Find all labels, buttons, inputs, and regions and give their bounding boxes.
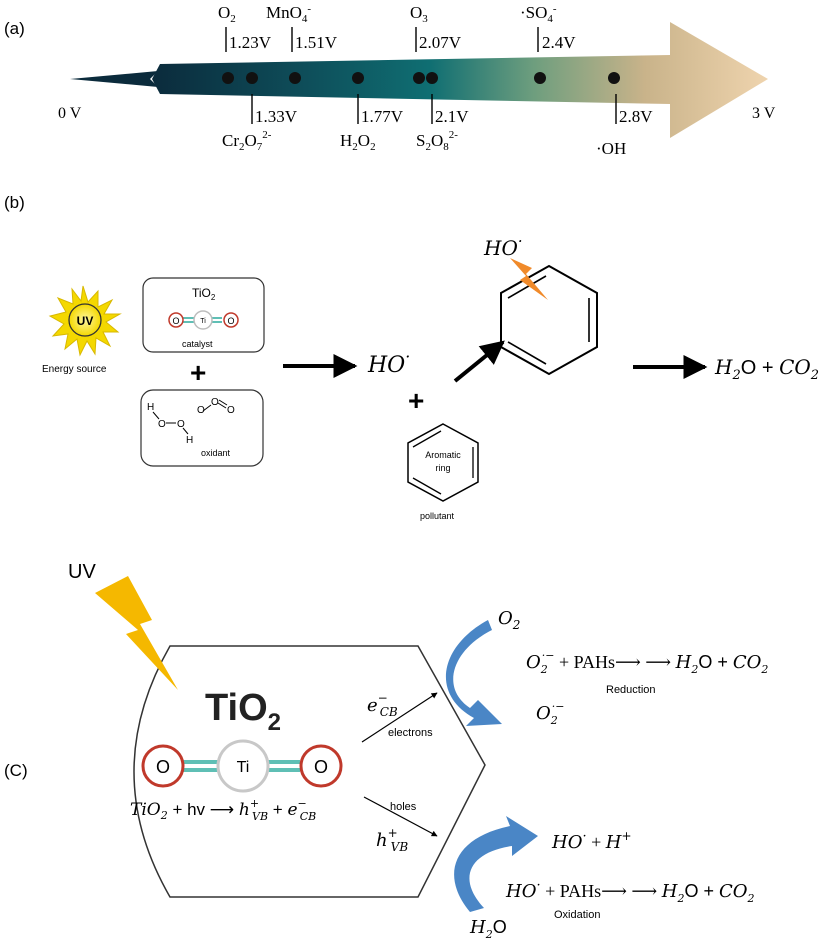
value-s2o8: 2.1V: [435, 107, 469, 126]
marker-o3: [413, 72, 425, 84]
oxidant-labels-bottom: 1.33V Cr2O72- 1.77V H2O2 2.1V S2O82- 2.8…: [222, 94, 653, 158]
final-products: H2O + CO2: [714, 355, 819, 383]
oxidant-labels-top: O2 1.23V MnO4- 1.51V O3 2.07V ·SO4- 2.4V: [218, 3, 576, 52]
marker-h2o2: [352, 72, 364, 84]
lightning-icon: [95, 576, 178, 690]
catalyst-formula: TiO2: [192, 286, 216, 302]
curved-arrow-icon-reduction: [445, 620, 502, 726]
uv-sun-icon: UV: [48, 285, 122, 357]
label-cr2o7: Cr2O72-: [222, 129, 272, 153]
curved-arrow-icon-oxidation: [454, 816, 538, 912]
reduction-label: Reduction: [606, 684, 656, 696]
plus-sign-1: +: [190, 357, 206, 388]
svg-text:Ti: Ti: [237, 759, 250, 776]
electrons-label: electrons: [388, 727, 433, 739]
uv-label: UV: [68, 561, 96, 583]
scale-start: 0 V: [58, 105, 82, 122]
svg-text:O: O: [156, 757, 170, 777]
uv-badge-text: UV: [77, 314, 94, 328]
panel-a-label: (a): [4, 19, 25, 38]
benzene-ring-attacked-icon: [500, 264, 598, 376]
panel-c-label: (C): [4, 761, 28, 780]
svg-text:O: O: [227, 405, 235, 416]
value-o2: 1.23V: [229, 33, 272, 52]
svg-text:O: O: [211, 397, 219, 408]
potential-markers: [222, 72, 620, 84]
oxidation-label: Oxidation: [554, 909, 600, 921]
label-mno4: MnO4-: [266, 3, 311, 25]
excitation-equation: TiO2 + hv ⟶ h+VB + e−CB: [130, 797, 316, 823]
scale-end: 3 V: [752, 105, 776, 122]
svg-text:H: H: [186, 435, 193, 446]
h2o2-molecule-icon: H O O H: [147, 402, 193, 446]
marker-oh: [608, 72, 620, 84]
label-so4: ·SO4-: [520, 3, 557, 25]
catalyst-box: TiO2 O Ti O catalyst: [142, 277, 265, 353]
svg-text:Ti: Ti: [200, 318, 206, 325]
svg-text:H: H: [147, 402, 154, 413]
oxidant-caption: oxidant: [201, 448, 231, 458]
svg-text:O: O: [158, 419, 166, 430]
value-cr2o7: 1.33V: [255, 107, 298, 126]
arrow-tail: [70, 71, 158, 87]
tio2-title: TiO2: [205, 687, 281, 736]
marker-s2o8: [426, 72, 438, 84]
aromatic-line2: ring: [435, 463, 450, 473]
o3-molecule-icon: O O O: [197, 397, 235, 416]
reduction-equation: O2·− + PAHs⟶ ⟶ H2O + CO2: [526, 649, 768, 676]
radical-ho: HO·: [367, 347, 410, 378]
benzene-ring-icon: Aromatic ring: [407, 423, 479, 502]
svg-text:O: O: [227, 316, 234, 326]
catalyst-caption: catalyst: [182, 339, 213, 349]
radical-ho-top: HO·: [483, 232, 523, 260]
marker-so4: [534, 72, 546, 84]
oxidant-box: H O O H O O O oxidant: [140, 389, 264, 467]
plus-sign-2: +: [408, 385, 424, 416]
svg-text:O: O: [314, 757, 328, 777]
hydroxyl-products: HO· + H+: [551, 829, 632, 853]
tio2-molecule-icon: O Ti O: [168, 310, 239, 330]
value-so4: 2.4V: [542, 33, 576, 52]
o2-top: O2: [498, 608, 520, 632]
svg-text:O: O: [177, 419, 185, 430]
marker-o2: [222, 72, 234, 84]
marker-mno4: [289, 72, 301, 84]
arrow-body: [152, 22, 768, 138]
marker-cr2o7: [246, 72, 258, 84]
superoxide: O2·−: [536, 700, 564, 727]
value-o3: 2.07V: [419, 33, 462, 52]
electron-symbol: e−CB: [367, 691, 398, 719]
energy-source-label: Energy source: [42, 364, 107, 375]
value-oh: 2.8V: [619, 107, 653, 126]
label-o2: O2: [218, 3, 236, 25]
value-mno4: 1.51V: [295, 33, 338, 52]
pollutant-caption: pollutant: [420, 511, 455, 521]
tio2-molecule-large-icon: O Ti O: [141, 739, 343, 793]
aromatic-line1: Aromatic: [425, 450, 461, 460]
oxidation-equation: HO· + PAHs⟶ ⟶ H2O + CO2: [505, 878, 754, 905]
arrow-to-attack: [453, 340, 505, 383]
svg-text:O: O: [172, 316, 179, 326]
panel-b-label: (b): [4, 193, 25, 212]
lightning-icon-small: [510, 258, 548, 300]
hole-arrow: [363, 796, 438, 837]
potential-scale-arrow: [70, 22, 768, 138]
holes-label: holes: [390, 801, 417, 813]
label-oh: ·OH: [596, 139, 626, 158]
label-o3: O3: [410, 3, 428, 25]
electron-arrow: [361, 692, 438, 743]
hole-symbol: h+VB: [376, 826, 408, 854]
value-h2o2: 1.77V: [361, 107, 404, 126]
svg-text:O: O: [197, 405, 205, 416]
label-h2o2: H2O2: [340, 131, 376, 153]
label-s2o8: S2O82-: [416, 129, 458, 153]
water: H2O: [469, 917, 507, 941]
